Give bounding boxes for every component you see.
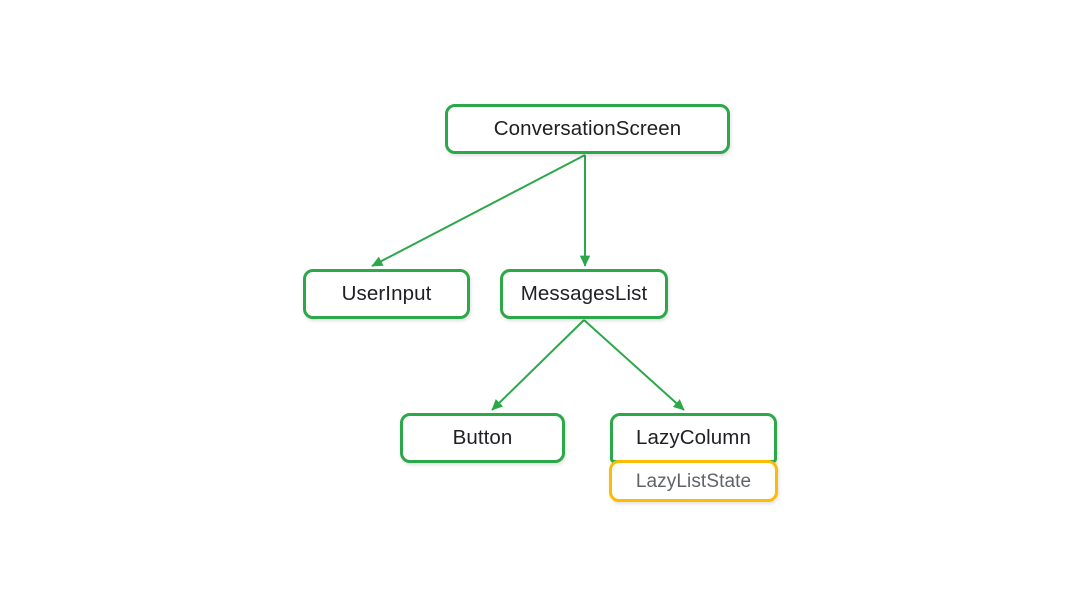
node-messages-list[interactable]: MessagesList (500, 269, 668, 319)
node-label-user-input: UserInput (341, 281, 432, 305)
node-conversation-screen[interactable]: ConversationScreen (445, 104, 730, 154)
node-lazy-list-state[interactable]: LazyListState (609, 460, 778, 502)
node-label-button: Button (452, 425, 513, 449)
edge-conversation-to-userinput (371, 154, 586, 267)
node-label-lazy-list-state: LazyListState (635, 470, 752, 492)
node-lazy-column[interactable]: LazyColumn (610, 413, 777, 463)
node-button[interactable]: Button (400, 413, 565, 463)
edge-messageslist-to-button (491, 319, 585, 411)
node-label-messages-list: MessagesList (520, 281, 648, 305)
node-label-lazy-column: LazyColumn (636, 425, 751, 449)
edge-messageslist-to-lazycolumn (583, 319, 685, 411)
node-user-input[interactable]: UserInput (303, 269, 470, 319)
node-label-conversation-screen: ConversationScreen (493, 116, 682, 140)
